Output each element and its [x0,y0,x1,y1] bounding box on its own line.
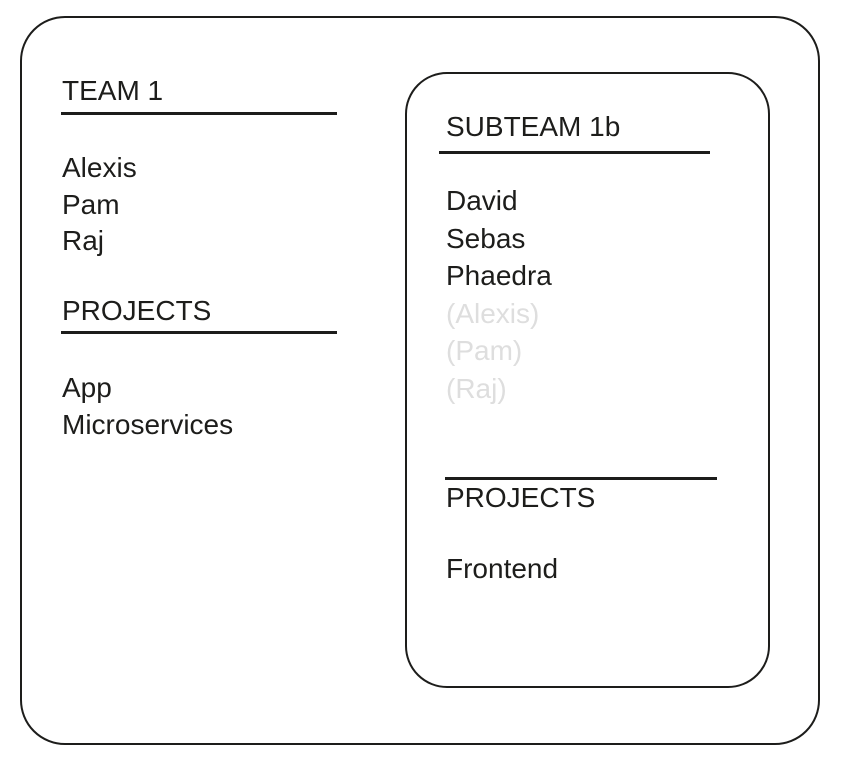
project-item: App [62,372,112,403]
team-member: Raj [62,225,105,256]
subteam-member: Sebas [446,222,526,254]
team-member: Alexis [62,152,137,183]
subteam-member: David [446,185,518,216]
subteam-heading-rule [439,151,710,154]
team-project-list: App Microservices [62,370,233,443]
team-projects-heading-rule [61,331,337,334]
subteam-panel [405,72,770,688]
subteam-member-list: David Sebas Phaedra (Alexis) (Pam) (Raj) [446,182,552,407]
team-projects-heading: PROJECTS [62,295,212,326]
team-heading: TEAM 1 [62,75,164,106]
subteam-heading: SUBTEAM 1b [446,111,621,142]
subteam-member: Phaedra [446,260,552,291]
subteam-inherited-member: (Pam) [446,335,523,366]
team-member: Pam [62,188,120,220]
subteam-projects-heading: PROJECTS [446,482,596,513]
subteam-project-list: Frontend [446,550,558,588]
subteam-inherited-member: (Alexis) [446,297,540,329]
team-heading-rule [61,112,337,115]
project-item: Frontend [446,553,559,584]
team-member-list: Alexis Pam Raj [62,150,137,260]
project-item: Microservices [62,408,234,440]
subteam-projects-rule [445,477,717,480]
subteam-inherited-member: (Raj) [446,372,507,404]
